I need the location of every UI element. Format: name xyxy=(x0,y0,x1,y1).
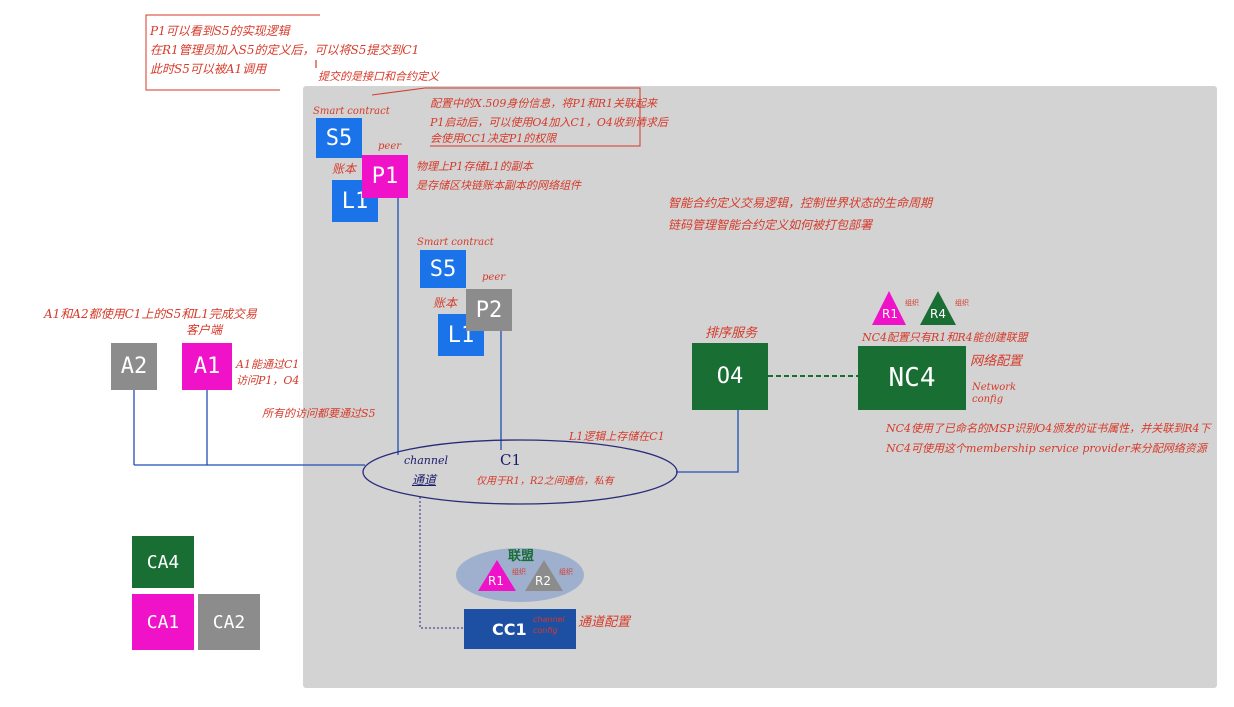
s5-top-node[interactable]: S5 xyxy=(316,118,362,158)
note-l1-channel: L1逻辑上存储在C1 xyxy=(569,430,665,443)
ledger-label-top: 账本 xyxy=(332,162,357,176)
network-config-en-1: Network xyxy=(972,382,1017,393)
note-bracket-top-right xyxy=(371,87,641,147)
smart-contract-label-top: Smart contract xyxy=(313,106,390,117)
note-smart-1: 智能合约定义交易逻辑，控制世界状态的生命周期 xyxy=(668,196,933,210)
channel-config-cn-label: 通道配置 xyxy=(578,615,631,630)
consortium-label: 联盟 xyxy=(508,549,535,564)
note-top-left-sub: 提交的是接口和合约定义 xyxy=(318,70,439,83)
client-label: 客户端 xyxy=(186,323,223,337)
note-p1-1: 物理上P1存储L1的副本 xyxy=(416,160,533,173)
line-o4-channel xyxy=(676,410,739,473)
r2-bottom-org-label: 组织 xyxy=(559,568,573,576)
r4-top-triangle xyxy=(920,291,956,325)
l1-mid-node[interactable]: L1 xyxy=(438,314,484,356)
channel-config-en-2: config xyxy=(533,626,558,635)
ca1-node[interactable]: CA1 xyxy=(132,594,194,650)
note-top-right-2: P1启动后，可以使用O4加入C1，O4收到请求后 xyxy=(430,116,668,129)
r4-top-org-label: 组织 xyxy=(955,299,969,307)
note-top-left-1: P1可以看到S5的实现逻辑 xyxy=(150,24,290,38)
r2-bottom-triangle xyxy=(525,560,563,591)
channel-en-label: channel xyxy=(404,454,448,467)
network-config-en-2: config xyxy=(972,394,1004,405)
ca4-node[interactable]: CA4 xyxy=(132,536,194,588)
r4-top-label: R4 xyxy=(930,307,946,321)
peer-label-mid: peer xyxy=(482,272,506,283)
note-nc4-2: NC4可使用这个membership service provider来分配网络… xyxy=(886,442,1207,455)
note-top-right-3: 会使用CC1决定P1的权限 xyxy=(430,132,557,145)
l1-top-node[interactable]: L1 xyxy=(332,180,378,222)
r1-bottom-label: R1 xyxy=(488,574,504,588)
cc1-node[interactable]: CC1 xyxy=(464,609,576,649)
note-smart-2: 链码管理智能合约定义如何被打包部署 xyxy=(668,218,873,232)
channel-c1-ellipse xyxy=(362,439,678,505)
c1-label[interactable]: C1 xyxy=(500,451,522,469)
note-top-right-1: 配置中的X.509身份信息，将P1和R1关联起来 xyxy=(430,97,658,110)
note-top-left-3: 此时S5可以被A1调用 xyxy=(150,62,267,76)
a2-node[interactable]: A2 xyxy=(111,343,157,390)
nc4-node[interactable]: NC4 xyxy=(858,346,966,410)
o4-node[interactable]: O4 xyxy=(692,343,768,410)
r1-bottom-triangle xyxy=(478,560,516,591)
peer-label-top: peer xyxy=(378,141,402,152)
r1-top-org-label: 组织 xyxy=(905,299,919,307)
note-nc4-1: NC4使用了已命名的MSP识别O4颁发的证书属性，并关联到R4下 xyxy=(886,422,1211,435)
channel-config-en-1: channel xyxy=(533,615,565,624)
channel-cn-label: 通道 xyxy=(412,473,437,487)
network-config-cn-label: 网络配置 xyxy=(970,354,1023,369)
note-a1-3: 所有的访问都要通过S5 xyxy=(262,407,376,420)
order-service-label: 排序服务 xyxy=(705,326,758,341)
r1-top-triangle xyxy=(872,291,906,325)
line-channel-cc1 xyxy=(419,497,464,629)
p1-node[interactable]: P1 xyxy=(362,155,408,198)
r2-bottom-label: R2 xyxy=(535,574,551,588)
note-p1-2: 是存储区块链账本副本的网络组件 xyxy=(416,179,581,192)
r1-bottom-org-label: 组织 xyxy=(512,568,526,576)
cc1-label: CC1 xyxy=(492,619,527,639)
note-client-header: A1和A2都使用C1上的S5和L1完成交易 xyxy=(44,307,257,321)
ledger-label-mid: 账本 xyxy=(433,296,458,310)
r1-top-label: R1 xyxy=(882,307,898,321)
ca2-node[interactable]: CA2 xyxy=(198,594,260,650)
note-a1-2: 访问P1，O4 xyxy=(236,374,300,387)
smart-contract-label-mid: Smart contract xyxy=(417,237,494,248)
note-a1-1: A1能通过C1 xyxy=(236,358,300,371)
s5-mid-node[interactable]: S5 xyxy=(420,250,466,288)
note-nc4-header: NC4配置只有R1和R4能创建联盟 xyxy=(862,331,1028,344)
p2-node[interactable]: P2 xyxy=(466,289,512,331)
a1-node[interactable]: A1 xyxy=(182,343,232,390)
note-bracket-top-left xyxy=(145,14,320,91)
note-c1-desc: 仅用于R1，R2之间通信，私有 xyxy=(476,476,614,487)
note-top-left-2: 在R1管理员加入S5的定义后，可以将S5提交到C1 xyxy=(150,43,420,57)
